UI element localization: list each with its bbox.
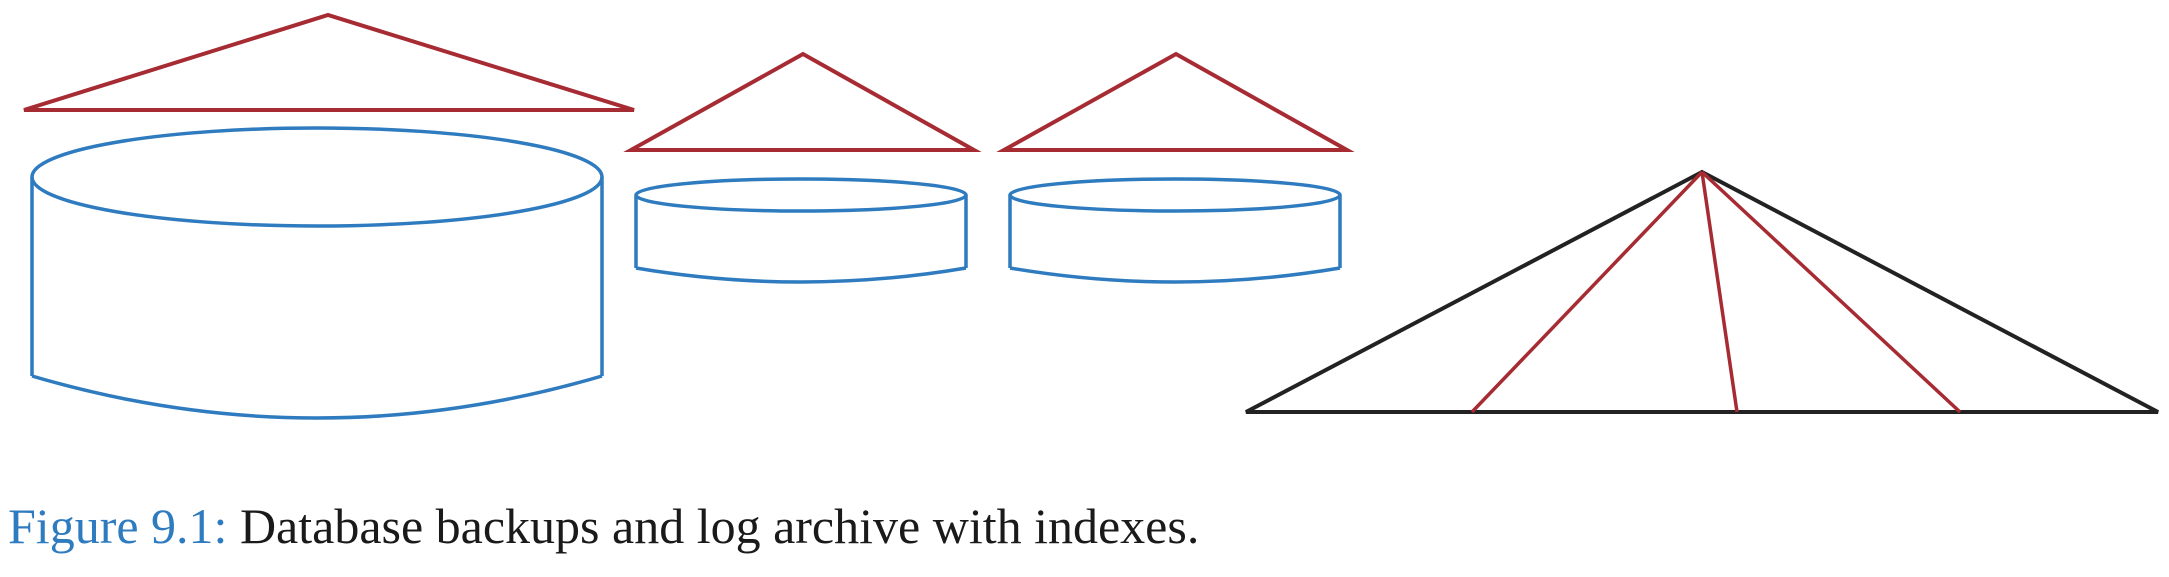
incremental-backup-2-cylinder-top: [1008, 177, 1342, 213]
full-backup-index-triangle: [23, 12, 635, 112]
figure-caption-text: Database backups and log archive with in…: [227, 498, 1200, 554]
full-backup-cylinder: [30, 126, 604, 420]
full-backup-cylinder-top: [30, 126, 604, 228]
log-archive-index-line-1: [1470, 170, 1704, 414]
figure-caption-label: Figure 9.1:: [8, 498, 228, 554]
incremental-backup-2-cylinder-bottom: [1009, 266, 1341, 284]
full-backup-cylinder-bottom: [31, 374, 603, 420]
log-archive-index-lines: [1470, 170, 1962, 414]
incremental-backup-2-cylinder: [1008, 177, 1342, 284]
incremental-backup-1-group: [623, 51, 982, 284]
figure-caption: Figure 9.1: Database backups and log arc…: [8, 496, 1199, 556]
incremental-backup-1-cylinder: [634, 177, 968, 284]
log-archive-index-line-3: [1700, 170, 1962, 414]
full-backup-group: [23, 12, 635, 420]
incremental-backup-1-cylinder-bottom: [635, 266, 967, 284]
incremental-backup-1-cylinder-top: [634, 177, 968, 213]
incremental-backup-1-index-triangle: [623, 51, 982, 152]
log-archive-triangle: [1245, 169, 2159, 414]
log-archive-group: [1245, 169, 2159, 414]
incremental-backup-2-group: [996, 51, 1355, 284]
incremental-backup-2-index-triangle: [996, 51, 1355, 152]
log-archive-index-line-2: [1700, 171, 1739, 413]
